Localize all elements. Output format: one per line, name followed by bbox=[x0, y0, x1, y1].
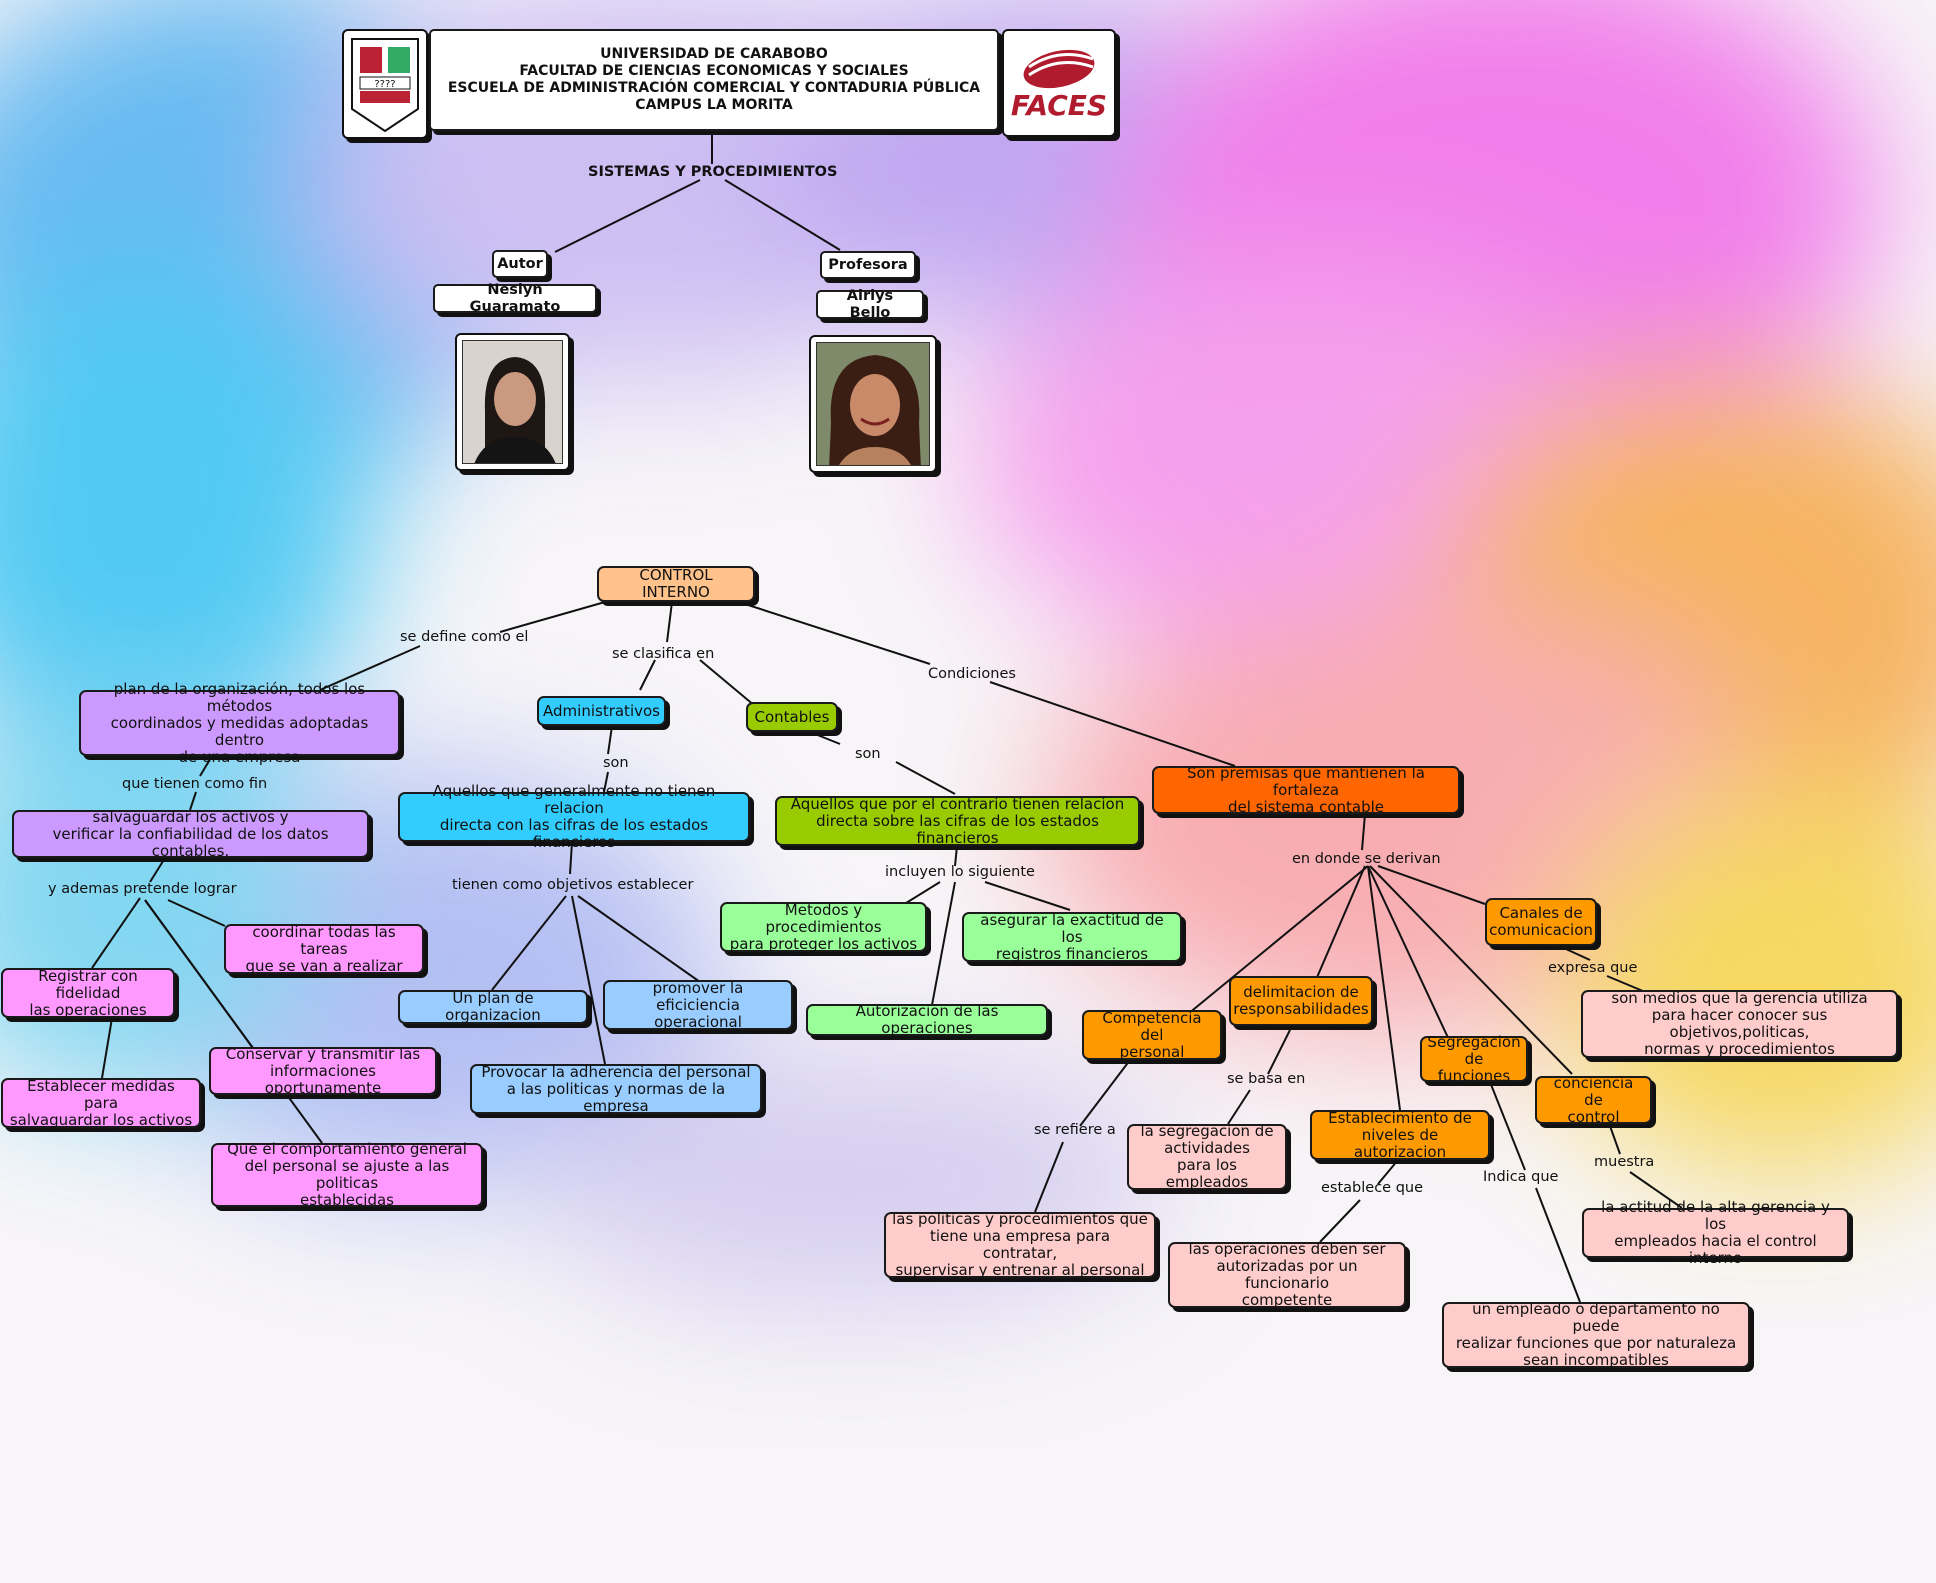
plan-organizacion-node: Un plan de organizacion bbox=[398, 990, 588, 1024]
professor-portrait-icon bbox=[817, 343, 929, 465]
control-interno-node: CONTROL INTERNO bbox=[597, 566, 755, 602]
professor-name: Airlys Bello bbox=[816, 288, 924, 321]
registrar-node: Registrar con fidelidad las operaciones bbox=[1, 967, 175, 1018]
link-condiciones: Condiciones bbox=[928, 666, 1016, 682]
autorizacion-node: Autorizacion de las operaciones bbox=[806, 1003, 1048, 1037]
la-actitud-node: la actitud de la alta gerencia y los emp… bbox=[1582, 1199, 1849, 1267]
author-role: Autor bbox=[492, 250, 548, 278]
link-en-donde: en donde se derivan bbox=[1292, 851, 1441, 867]
coordinar-node: coordinar todas las tareas que se van a … bbox=[224, 923, 424, 974]
canales-node: Canales de comunicacion bbox=[1485, 898, 1597, 946]
promover-node: promover la eficiciencia operacional bbox=[603, 979, 793, 1030]
metodos-node: Metodos y procedimientos para proteger l… bbox=[720, 901, 927, 952]
salvaguardar-node: salvaguardar los activos y verificar la … bbox=[12, 808, 369, 859]
delimitacion-node: delimitacion de responsabilidades bbox=[1229, 976, 1373, 1026]
author-name: Neslyn Guaramato bbox=[433, 282, 597, 315]
university-seal-logo: ???? bbox=[342, 29, 428, 139]
son-medios-node: son medios que la gerencia utiliza para … bbox=[1581, 990, 1898, 1058]
professor-role: Profesora bbox=[820, 251, 916, 279]
conservar-node: Conservar y transmitir las informaciones… bbox=[209, 1045, 437, 1096]
son-premisas-node: Son premisas que mantienen la fortaleza … bbox=[1152, 764, 1460, 815]
author-photo bbox=[455, 333, 570, 471]
university-header-box: UNIVERSIDAD DE CARABOBO FACULTAD DE CIEN… bbox=[429, 29, 999, 131]
la-segregacion-node: la segregacion de actividades para los e… bbox=[1127, 1123, 1287, 1191]
seal-text: ???? bbox=[374, 79, 395, 90]
link-son-admin: son bbox=[603, 755, 629, 771]
conciencia-node: conciencia de control bbox=[1535, 1074, 1652, 1125]
link-que-tienen: que tienen como fin bbox=[122, 776, 268, 792]
faces-logo: FACES bbox=[1002, 29, 1116, 137]
segregacion-node: Segregacion de funciones bbox=[1420, 1033, 1528, 1084]
asegurar-node: asegurar la exactitud de los registros f… bbox=[962, 911, 1182, 962]
aquellos-admin-node: Aquellos que generalmente no tienen rela… bbox=[398, 783, 750, 851]
link-tienen-objetivos: tienen como objetivos establecer bbox=[452, 877, 694, 893]
university-header-text: UNIVERSIDAD DE CARABOBO FACULTAD DE CIEN… bbox=[447, 46, 981, 113]
subject-title: SISTEMAS Y PROCEDIMIENTOS bbox=[588, 164, 838, 180]
un-empleado-node: un empleado o departamento no puede real… bbox=[1442, 1301, 1750, 1369]
link-se-basa: se basa en bbox=[1227, 1071, 1306, 1087]
link-se-clasifica: se clasifica en bbox=[612, 646, 715, 662]
las-operaciones-node: las operaciones deben ser autorizadas po… bbox=[1168, 1241, 1406, 1309]
aquellos-cont-node: Aquellos que por el contrario tienen rel… bbox=[775, 795, 1140, 846]
link-se-define: se define como el bbox=[400, 629, 529, 645]
las-politicas-node: las politicas y procedimientos que tiene… bbox=[884, 1211, 1156, 1279]
faces-logo-text: FACES bbox=[1010, 88, 1108, 122]
seal-icon: ???? bbox=[351, 38, 419, 133]
link-expresa: expresa que bbox=[1548, 960, 1638, 976]
provocar-node: Provocar la adherencia del personal a la… bbox=[470, 1063, 762, 1114]
competencia-node: Competencia del personal bbox=[1082, 1009, 1222, 1060]
faces-emblem-icon bbox=[1023, 49, 1095, 88]
link-muestra: muestra bbox=[1594, 1154, 1655, 1170]
link-establece: establece que bbox=[1321, 1180, 1424, 1196]
administrativos-node: Administrativos bbox=[537, 696, 666, 726]
link-y-ademas: y ademas pretende lograr bbox=[48, 881, 237, 897]
comportamiento-node: Que el comportamiento general del person… bbox=[211, 1141, 483, 1209]
link-se-refiere: se refiere a bbox=[1034, 1122, 1116, 1138]
author-portrait-icon bbox=[463, 341, 562, 463]
link-indica: Indica que bbox=[1483, 1169, 1559, 1185]
link-incluyen: incluyen lo siguiente bbox=[885, 864, 1035, 880]
professor-photo bbox=[809, 335, 937, 473]
link-son-cont: son bbox=[855, 746, 881, 762]
establecer-medidas-node: Establecer medidas para salvaguardar los… bbox=[1, 1077, 201, 1128]
establecimiento-node: Establecimiento de niveles de autorizaci… bbox=[1310, 1109, 1490, 1160]
plan-org-node: plan de la organización, todos los métod… bbox=[79, 680, 400, 765]
contables-node: Contables bbox=[746, 702, 838, 732]
